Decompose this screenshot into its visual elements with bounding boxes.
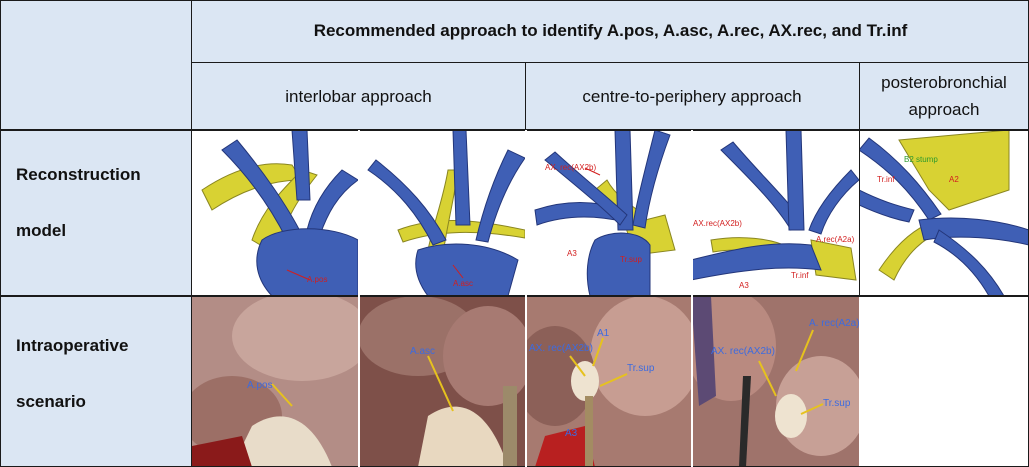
- photo-label-a-rec-a2a: A. rec(A2a): [809, 318, 859, 329]
- border-centre-right: [859, 62, 860, 296]
- model-label-a-asc: A.asc: [453, 279, 473, 288]
- photo-label-ax-rec-ax2b-alt: AX. rec(AX2b): [711, 346, 775, 357]
- model-label-a-rec-a2a: A.rec(A2a): [816, 235, 855, 244]
- border-img-2: [525, 130, 527, 467]
- model-label-a-pos: A.pos: [307, 275, 327, 284]
- border-label-col: [191, 0, 192, 467]
- border-row1-bottom: [0, 295, 1029, 297]
- photo-label-tr-sup: Tr.sup: [627, 363, 655, 374]
- header-posterobronchial-approach: posterobronchial approach: [859, 62, 1029, 130]
- model-label-tr-sup: Tr.sup: [620, 255, 642, 264]
- intraoperative-photo-1: A.pos: [192, 296, 358, 467]
- model-label-a3-alt: A3: [739, 281, 749, 290]
- border-left: [0, 0, 1, 467]
- model-label-ax-rec-ax2b-alt: AX.rec(AX2b): [693, 219, 742, 228]
- border-header-bottom: [0, 129, 1029, 131]
- header-interlobar-approach: interlobar approach: [192, 62, 525, 130]
- posterobronchial-line-1: posterobronchial: [881, 73, 1007, 92]
- reconstruction-image-1: A.pos: [192, 130, 358, 296]
- intraoperative-photo-4: AX. rec(AX2b) A. rec(A2a) Tr.sup: [691, 296, 859, 467]
- photo-label-a3: A3: [565, 428, 578, 439]
- border-top: [0, 0, 1029, 1]
- reconstruction-image-5: Tr.inf A2 B2 stump: [859, 130, 1029, 296]
- reconstruction-image-4: AX.rec(AX2b) A.rec(A2a) A3 Tr.inf: [691, 130, 859, 296]
- model-label-b2-stump: B2 stump: [904, 155, 938, 164]
- photo-label-a-asc: A.asc: [410, 346, 435, 357]
- intraoperative-photo-2: A.asc: [358, 296, 525, 467]
- header-centre-to-periphery-approach: centre-to-periphery approach: [525, 62, 859, 130]
- row-label-intraoperative-line-1: Intraoperative: [16, 336, 129, 355]
- corner-cell: [0, 0, 192, 130]
- intraoperative-photo-3: A1 AX. rec(AX2b) Tr.sup A3: [525, 296, 691, 467]
- photo-label-a-pos: A.pos: [247, 380, 273, 391]
- row-label-reconstruction-model: Reconstruction model: [0, 130, 192, 296]
- empty-cell: [859, 296, 1029, 467]
- row-label-intraoperative-scenario: Intraoperative scenario: [0, 296, 192, 467]
- row-label-reconstruction-line-1: Reconstruction: [16, 165, 141, 184]
- reconstruction-image-3: AX. rec(AX2b) A3 Tr.sup: [525, 130, 691, 296]
- photo-label-a1: A1: [597, 328, 610, 339]
- photo-label-ax-rec-ax2b: AX. rec(AX2b): [529, 343, 593, 354]
- row-label-reconstruction-line-2: model: [16, 221, 67, 240]
- model-label-a2: A2: [949, 175, 959, 184]
- border-img-1: [358, 130, 360, 467]
- table-title: Recommended approach to identify A.pos, …: [192, 0, 1029, 62]
- photo-label-tr-sup-alt: Tr.sup: [823, 398, 851, 409]
- model-label-a3: A3: [567, 249, 577, 258]
- border-interlobar-right: [525, 62, 526, 130]
- row-label-intraoperative-line-2: scenario: [16, 392, 86, 411]
- border-img-3: [691, 130, 693, 467]
- model-label-ax-rec-ax2b: AX. rec(AX2b): [545, 163, 596, 172]
- model-label-tr-inf-posterior: Tr.inf: [877, 175, 895, 184]
- reconstruction-image-2: A.asc: [358, 130, 525, 296]
- model-label-tr-inf: Tr.inf: [791, 271, 809, 280]
- posterobronchial-line-2: approach: [908, 100, 980, 119]
- border-title-bottom: [192, 62, 1029, 63]
